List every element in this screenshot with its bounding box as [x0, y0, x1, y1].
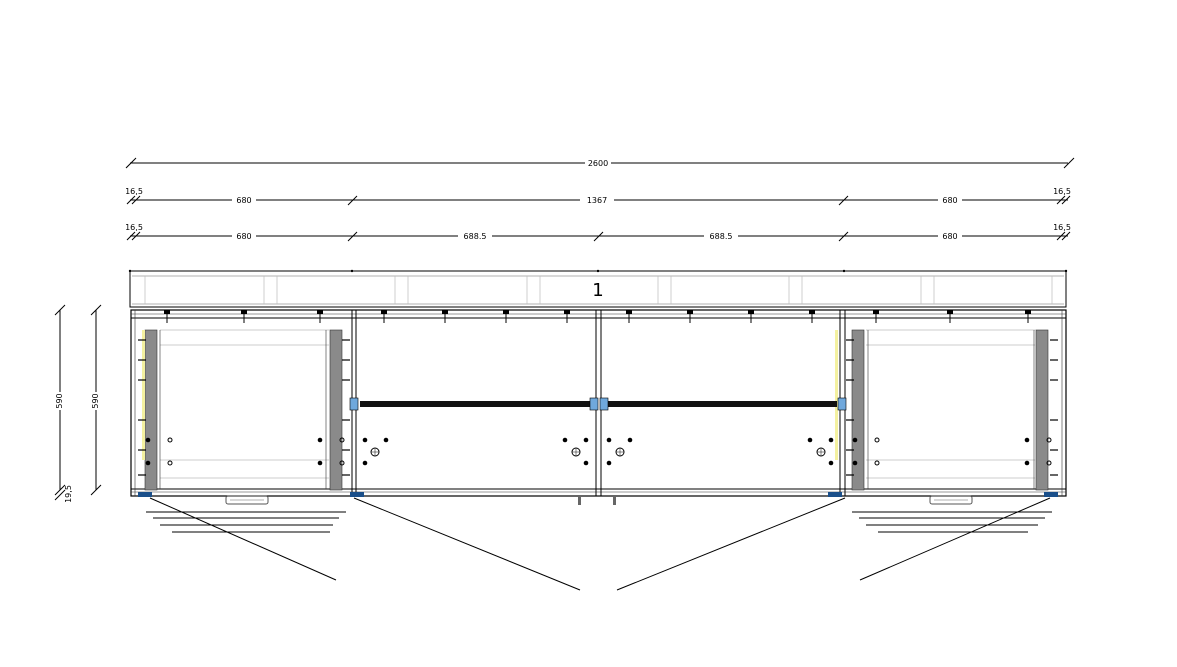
dim-row2-right-edge: 16,5 [1053, 187, 1071, 196]
dimension-vertical: 590 19,5 590 [54, 304, 102, 503]
dim-plinth: 19,5 [64, 485, 73, 503]
dim-row3-left-cabinet: 680 [236, 232, 251, 241]
dim-row3-left-edge: 16,5 [125, 223, 143, 232]
cabinet-position-number: 1 [592, 280, 603, 301]
dim-height-inner: 590 [91, 393, 100, 408]
dimension-row-3: 16,5 680 688.5 688.5 680 16,5 [125, 223, 1071, 242]
dim-row2-left-cabinet: 680 [236, 196, 251, 205]
right-cabinet [835, 329, 1052, 505]
dim-row3-right-edge: 16,5 [1053, 223, 1071, 232]
dim-row2-right-cabinet: 680 [942, 196, 957, 205]
countertop-band: 1 [128, 269, 1068, 308]
dim-row2-left-edge: 16,5 [125, 187, 143, 196]
dim-row3-center-right: 688.5 [710, 232, 733, 241]
shelf-pin-markers [138, 339, 1058, 476]
centre-feet [578, 497, 616, 505]
feet [138, 492, 1058, 497]
dim-height-outer: 590 [55, 393, 64, 408]
left-cabinet [142, 329, 345, 505]
centre-section [349, 397, 847, 466]
dimension-overall: 2600 [125, 157, 1075, 169]
door-swings [146, 497, 1052, 591]
dim-row2-center: 1367 [587, 196, 607, 205]
dim-overall-width: 2600 [588, 159, 608, 168]
dim-row3-right-cabinet: 680 [942, 232, 957, 241]
cabinet-carcass [130, 309, 1067, 497]
dim-row3-center-left: 688.5 [464, 232, 487, 241]
top-fittings [164, 310, 1031, 323]
dimension-row-2: 16,5 680 1367 680 16,5 [125, 187, 1071, 206]
